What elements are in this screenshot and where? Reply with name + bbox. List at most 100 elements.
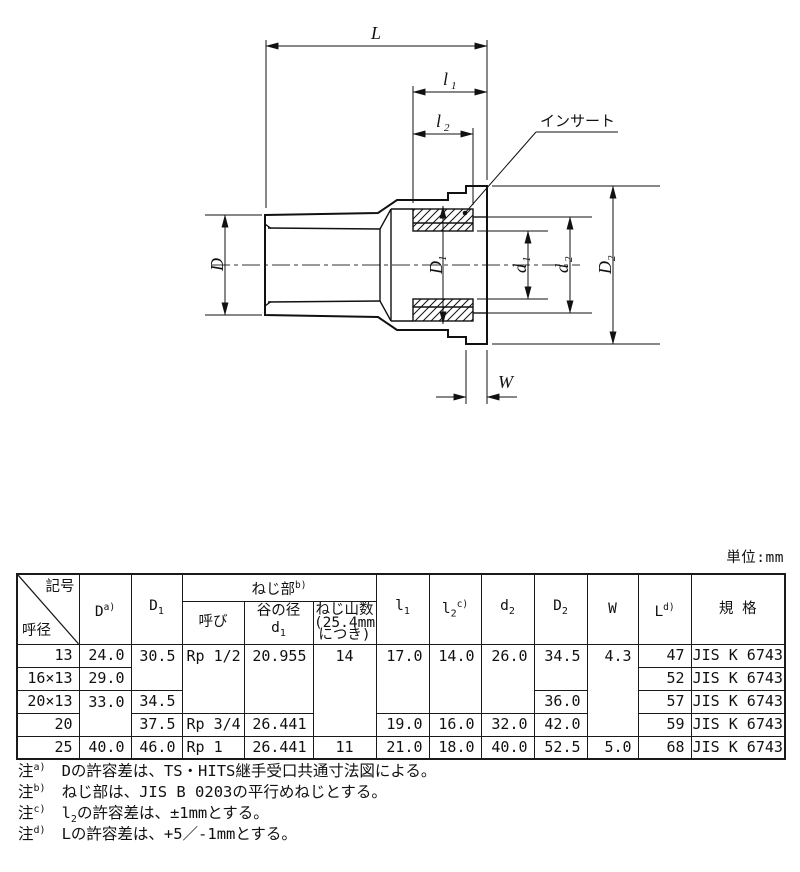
- cell-valley: 26.441: [243, 735, 314, 760]
- dim-D: [205, 214, 262, 316]
- header-valley: 谷の径 d1: [243, 600, 314, 645]
- cell-L: 59: [637, 712, 692, 737]
- cell-L: 47: [637, 643, 692, 668]
- header-symbol: 記号: [45, 579, 75, 595]
- note-label: 注: [18, 804, 34, 823]
- dim-label-D: D: [207, 258, 227, 272]
- table-row: 20×13 33.0 34.5 36.0 57 JIS K 6743: [16, 689, 786, 737]
- cell-L: 57: [637, 689, 692, 714]
- cell-D: 29.0: [78, 666, 132, 691]
- dim-D2: [492, 185, 660, 345]
- spec-table: 記号 呼径 Da) D1 ねじ部b) l1 l2c) d2 D2 W Ld) 規…: [16, 573, 787, 761]
- cell-valley: 26.441: [243, 712, 314, 737]
- note-label: 注: [18, 825, 34, 844]
- dim-label-d1: d: [510, 263, 530, 273]
- technical-drawing: L l 1 l 2 インサート D D 1 d 1: [205, 23, 660, 404]
- cell-d2: 32.0: [480, 712, 535, 737]
- header-d2-sub: 2: [508, 606, 515, 618]
- cell-thread: Rp 1/2: [181, 643, 245, 714]
- dim-label-D1: D: [426, 261, 446, 275]
- note-sup: b): [33, 783, 46, 794]
- dim-L: [265, 40, 488, 208]
- dim-l2: [412, 128, 474, 205]
- header-size: 呼径: [22, 622, 51, 639]
- cell-d2: 40.0: [480, 735, 535, 760]
- cell-thread: Rp 3/4: [181, 712, 245, 737]
- dim-d2: [477, 216, 592, 314]
- dim-label-D2: D: [595, 261, 615, 275]
- cell-l1: 19.0: [375, 712, 430, 737]
- header-thread-name: 呼び: [181, 600, 245, 645]
- header-l2: l2c): [428, 573, 482, 645]
- cell-D: 24.0: [78, 643, 132, 668]
- notes: 注a)Dの許容差は、TS・HITS継手受口共通寸法図による。 注b)ねじ部は、J…: [18, 757, 437, 844]
- cell-D1: 30.5: [130, 643, 183, 691]
- header-D2-sub: 2: [561, 606, 568, 618]
- dim-label-D1-sub: 1: [437, 256, 449, 262]
- header-L-sup: d): [663, 601, 675, 613]
- header-D: Da): [78, 573, 132, 645]
- cell-D1: 46.0: [130, 735, 183, 760]
- dim-label-l2-sub: 2: [444, 122, 450, 134]
- header-l2-sup: c): [456, 599, 469, 611]
- cell-d2: 26.0: [480, 643, 535, 714]
- note-d: 注d)Lの許容差は、+5／-1mmとする。: [18, 825, 297, 844]
- table-row: 13 24.0 30.5 Rp 1/2 20.955 14 17.0 14.0 …: [16, 643, 786, 737]
- cell-l1: 17.0: [375, 643, 430, 714]
- cell-W: 5.0: [586, 735, 639, 760]
- note-a: 注a)Dの許容差は、TS・HITS継手受口共通寸法図による。: [18, 762, 437, 781]
- header-D1-sub: 1: [157, 606, 164, 618]
- cell-valley: 20.955: [243, 643, 314, 714]
- header-spec: 規 格: [690, 573, 786, 645]
- cell-size: 16×13: [16, 666, 80, 691]
- cell-D2: 42.0: [533, 712, 588, 737]
- cell-D: 40.0: [78, 735, 132, 760]
- cell-size: 20: [16, 712, 80, 737]
- cell-D1: 34.5: [130, 689, 183, 714]
- note-sup: d): [33, 825, 46, 836]
- header-thread-sup: b): [295, 580, 307, 591]
- header-corner: 記号 呼径: [16, 573, 80, 645]
- dim-label-l2: l: [436, 111, 441, 131]
- dim-label-d1-sub: 1: [521, 257, 533, 263]
- header-D-sup: a): [103, 601, 116, 613]
- header-D2: D2: [533, 573, 588, 645]
- cell-spec: JIS K 6743: [690, 689, 786, 714]
- cell-D1: 37.5: [130, 712, 183, 737]
- dim-label-L: L: [370, 23, 381, 43]
- cell-D2: 34.5: [533, 643, 588, 691]
- cell-crest: 14: [312, 643, 377, 737]
- dim-label-d2: d: [552, 263, 572, 273]
- unit-label: 単位:mm: [726, 550, 784, 566]
- insert-leader: [462, 131, 618, 216]
- cell-l2: 14.0: [428, 643, 482, 714]
- cell-W: 4.3: [586, 643, 639, 737]
- dim-W: [436, 350, 517, 404]
- cell-L: 68: [637, 735, 692, 760]
- header-valley-sub: 1: [279, 628, 286, 640]
- header-crest: ねじ山数 (25.4mm につき): [312, 600, 377, 645]
- note-c: 注c)l2の許容差は、±1mmとする。: [18, 804, 269, 826]
- fitting-outline: [264, 185, 488, 345]
- corner-diagonal: [18, 575, 78, 644]
- cell-l1: 21.0: [375, 735, 430, 760]
- cell-spec: JIS K 6743: [690, 735, 786, 760]
- cell-size: 20×13: [16, 689, 80, 714]
- header-d2: d2: [480, 573, 535, 645]
- table-row: 16×13 29.0 52 JIS K 6743: [16, 666, 786, 691]
- dim-label-W: W: [498, 372, 515, 392]
- cell-L: 52: [637, 666, 692, 691]
- header-D1: D1: [130, 573, 183, 645]
- dim-label-D2-sub: 2: [606, 255, 618, 261]
- header-W: W: [586, 573, 639, 645]
- header-l1: l1: [375, 573, 430, 645]
- header-l1-sub: 1: [403, 606, 410, 618]
- cell-D2: 36.0: [533, 689, 588, 714]
- cell-spec: JIS K 6743: [690, 666, 786, 691]
- cell-size: 25: [16, 735, 80, 760]
- note-b: 注b)ねじ部は、JIS B 0203の平行めねじとする。: [18, 783, 387, 802]
- cell-spec: JIS K 6743: [690, 712, 786, 737]
- cell-spec: JIS K 6743: [690, 643, 786, 668]
- dim-d1: [477, 230, 548, 300]
